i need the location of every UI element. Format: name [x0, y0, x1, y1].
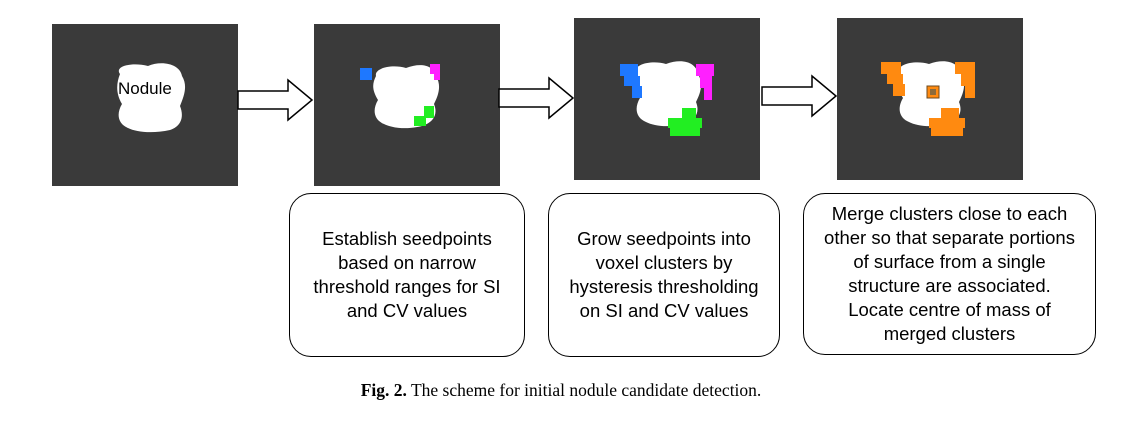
step-box-grow: Grow seedpoints into voxel clusters by h… — [548, 193, 780, 357]
centre-of-mass-core — [930, 89, 936, 95]
seed-magenta — [430, 64, 440, 74]
figure-caption: Fig. 2. The scheme for initial nodule ca… — [0, 380, 1122, 401]
panel-original-nodule: Nodule — [52, 24, 238, 186]
nodule-image: Nodule — [117, 63, 186, 133]
panel-merged-clusters — [837, 18, 1023, 180]
seed-green — [424, 106, 434, 118]
merged-clusters-image — [881, 61, 975, 136]
panel-clusters — [574, 18, 760, 180]
panel-seedpoints — [314, 24, 500, 186]
nodule-label: Nodule — [118, 79, 172, 98]
cluster-magenta — [696, 64, 714, 100]
arrow-right-1 — [237, 78, 314, 122]
step-text-grow: Grow seedpoints into voxel clusters by h… — [569, 228, 759, 321]
caption-prefix: Fig. 2. — [360, 380, 407, 400]
clusters-image — [620, 61, 714, 136]
cluster-green — [668, 108, 702, 136]
cluster-orange — [881, 62, 975, 136]
caption-text: The scheme for initial nodule candidate … — [410, 380, 762, 400]
seed-magenta — [434, 74, 440, 80]
nodule-shape — [373, 65, 440, 129]
arrow-right-3 — [761, 74, 838, 118]
cluster-blue — [620, 64, 642, 98]
nodule-shape — [117, 63, 186, 133]
step-text-seedpoints: Establish seedpoints based on narrow thr… — [313, 228, 501, 321]
arrow-right-2 — [498, 76, 575, 120]
step-text-merge: Merge clusters close to each other so th… — [824, 203, 1075, 344]
seed-green — [414, 116, 426, 126]
step-box-seedpoints: Establish seedpoints based on narrow thr… — [289, 193, 525, 357]
seedpoints-image — [360, 64, 440, 129]
step-box-merge: Merge clusters close to each other so th… — [803, 193, 1096, 355]
seed-blue — [360, 68, 372, 80]
